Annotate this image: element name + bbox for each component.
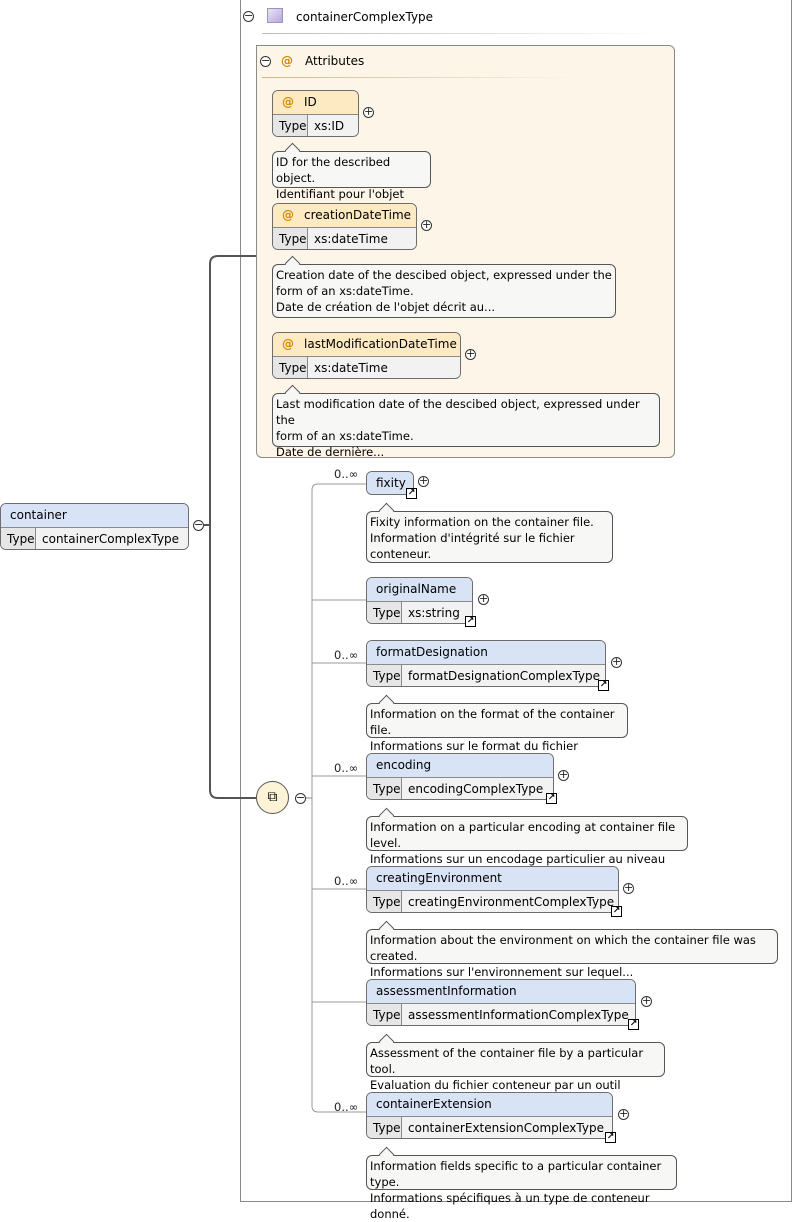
attribute-type: xs:dateTime	[314, 232, 388, 246]
attribute-at-icon: @	[281, 54, 293, 68]
element-encoding-doc: Information on a particular encoding at …	[366, 816, 688, 882]
type-key: Type	[367, 1117, 402, 1138]
element-name: creatingEnvironment	[367, 867, 618, 891]
element-creating-environment[interactable]: creatingEnvironment Type creatingEnvironm…	[366, 866, 619, 913]
attribute-creation-date-time-doc: Creation date of the descibed object, ex…	[272, 264, 616, 318]
element-type: containerExtensionComplexType	[408, 1121, 604, 1135]
complex-type-underline	[262, 33, 662, 34]
cardinality-label: 0..∞	[334, 761, 359, 775]
element-type: assessmentInformationComplexType	[408, 1008, 629, 1022]
attribute-at-icon: @	[282, 208, 294, 222]
link-icon[interactable]: ↗	[598, 680, 609, 691]
cardinality-label: 0..∞	[334, 874, 359, 888]
attribute-name: ID	[304, 95, 317, 109]
element-assessment-information[interactable]: assessmentInformation Type assessmentInfo…	[366, 979, 636, 1026]
root-element-type: containerComplexType	[42, 532, 180, 546]
element-encoding[interactable]: encoding Type encodingComplexType	[366, 753, 554, 800]
attribute-id-doc: ID for the described object. Identifiant…	[272, 151, 431, 217]
attribute-at-icon: @	[282, 337, 294, 351]
complex-type-icon	[267, 8, 283, 23]
element-container-extension[interactable]: containerExtension Type containerExtensio…	[366, 1092, 613, 1139]
element-name: encoding	[367, 754, 553, 778]
element-container-extension-doc: Information fields specific to a particu…	[366, 1155, 677, 1221]
attribute-last-modification-date-time[interactable]: @ lastModificationDateTime Type xs:dateTim…	[272, 332, 461, 379]
element-fixity-doc: Fixity information on the container file…	[366, 511, 613, 563]
element-type: encodingComplexType	[408, 782, 544, 796]
link-icon[interactable]: ↗	[628, 1019, 639, 1030]
type-key: Type	[367, 602, 402, 623]
expand-id-icon[interactable]: +	[363, 105, 374, 118]
type-key: Type	[367, 1004, 402, 1025]
attribute-last-modification-date-time-doc: Last modification date of the descibed o…	[272, 393, 660, 459]
complex-type-name: containerComplexType	[296, 10, 434, 24]
attribute-id[interactable]: @ ID Type xs:ID	[272, 90, 359, 137]
element-format-designation[interactable]: formatDesignation Type formatDesignationC…	[366, 640, 606, 687]
type-key: Type	[367, 778, 402, 799]
link-icon[interactable]: ↗	[465, 616, 476, 627]
type-key: Type	[367, 891, 402, 912]
element-creating-environment-doc: Information about the environment on whi…	[366, 929, 778, 979]
sequence-compositor-icon[interactable]: ⧉	[256, 781, 289, 814]
element-name: formatDesignation	[367, 641, 605, 665]
expand-format-designation-icon[interactable]: +	[611, 655, 622, 668]
expand-encoding-icon[interactable]: +	[558, 768, 569, 781]
root-element-container[interactable]: container Type containerComplexType	[0, 503, 189, 550]
link-icon[interactable]: ↗	[546, 793, 557, 804]
expand-last-modification-date-time-icon[interactable]: +	[465, 347, 476, 360]
element-format-designation-doc: Information on the format of the contain…	[366, 703, 628, 769]
attributes-label: Attributes	[305, 54, 365, 68]
element-name: originalName	[367, 578, 472, 602]
expand-creation-date-time-icon[interactable]: +	[421, 218, 432, 231]
attribute-name: lastModificationDateTime	[304, 337, 457, 351]
attributes-group	[256, 45, 675, 458]
type-key: Type	[1, 528, 36, 549]
attribute-name: creationDateTime	[304, 208, 412, 222]
element-name: containerExtension	[367, 1093, 612, 1117]
expand-original-name-icon[interactable]: +	[478, 592, 489, 605]
element-original-name[interactable]: originalName Type xs:string	[366, 577, 473, 624]
expand-assessment-information-icon[interactable]: +	[641, 994, 652, 1007]
type-key: Type	[273, 115, 308, 136]
expand-fixity-icon[interactable]: +	[418, 474, 429, 487]
link-icon[interactable]: ↗	[406, 488, 417, 499]
element-type: xs:string	[408, 606, 460, 620]
expand-container-extension-icon[interactable]: +	[618, 1107, 629, 1120]
link-icon[interactable]: ↗	[605, 1132, 616, 1143]
collapse-attributes-icon[interactable]: −	[260, 54, 271, 67]
attribute-creation-date-time[interactable]: @ creationDateTime Type xs:dateTime	[272, 203, 417, 250]
cardinality-label: 0..∞	[334, 1100, 359, 1114]
collapse-sequence-icon[interactable]: −	[295, 791, 306, 804]
element-type: formatDesignationComplexType	[408, 669, 601, 683]
expand-creating-environment-icon[interactable]: +	[623, 881, 634, 894]
element-fixity[interactable]: fixity	[366, 471, 414, 495]
root-element-name: container	[1, 504, 188, 528]
link-icon[interactable]: ↗	[611, 906, 622, 917]
collapse-complex-type-icon[interactable]: −	[243, 9, 254, 22]
type-key: Type	[367, 665, 402, 686]
attribute-type: xs:ID	[314, 119, 345, 133]
element-name: fixity	[367, 472, 413, 494]
type-key: Type	[273, 228, 308, 249]
element-assessment-information-doc: Assessment of the container file by a pa…	[366, 1042, 665, 1108]
element-name: assessmentInformation	[367, 980, 635, 1004]
attribute-at-icon: @	[282, 95, 294, 109]
cardinality-label: 0..∞	[334, 467, 359, 481]
type-key: Type	[273, 357, 308, 378]
cardinality-label: 0..∞	[334, 648, 359, 662]
collapse-root-icon[interactable]: −	[193, 518, 204, 531]
attributes-underline	[262, 77, 582, 78]
attribute-type: xs:dateTime	[314, 361, 388, 375]
element-type: creatingEnvironmentComplexType	[408, 895, 615, 909]
